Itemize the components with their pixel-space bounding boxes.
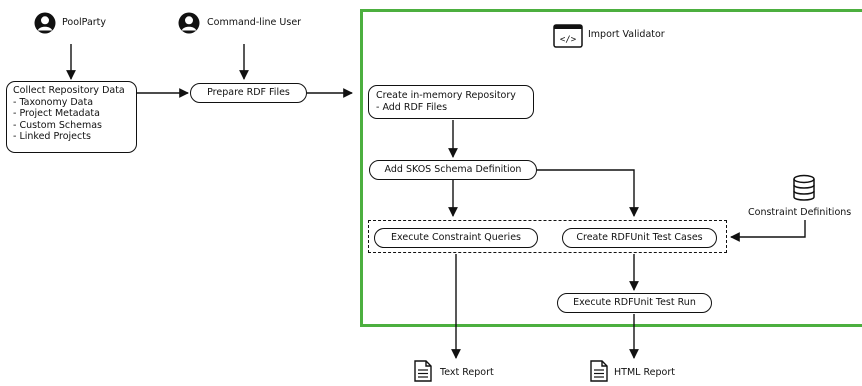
import-validator-frame: [360, 9, 862, 327]
create-repo-title: Create in-memory Repository: [376, 90, 516, 101]
svg-text:</>: </>: [560, 35, 577, 45]
code-window-icon: </>: [553, 24, 583, 52]
execute-queries-box: Execute Constraint Queries: [374, 228, 538, 248]
arrow-constraints-to-tests: [730, 220, 806, 242]
constraint-definitions-label: Constraint Definitions: [748, 207, 852, 218]
add-skos-box: Add SKOS Schema Definition: [369, 160, 537, 180]
document-icon: [414, 360, 432, 386]
document-icon: [590, 360, 608, 386]
collect-item: - Custom Schemas: [13, 119, 103, 131]
execute-run-label: Execute RDFUnit Test Run: [573, 297, 696, 308]
create-tests-box: Create RDFUnit Test Cases: [562, 228, 717, 248]
collect-item: - Linked Projects: [13, 131, 91, 142]
user-icon: [34, 12, 56, 38]
execute-run-box: Execute RDFUnit Test Run: [557, 293, 712, 313]
user-icon: [178, 12, 200, 38]
create-tests-label: Create RDFUnit Test Cases: [576, 232, 703, 243]
actor-cli-user-label: Command-line User: [207, 17, 302, 28]
collect-item: - Taxonomy Data: [13, 96, 94, 108]
add-skos-label: Add SKOS Schema Definition: [384, 164, 522, 175]
actor-poolparty-label: PoolParty: [62, 17, 107, 28]
constraint-check-group: [368, 220, 727, 253]
execute-queries-label: Execute Constraint Queries: [391, 232, 521, 243]
create-repo-sub: - Add RDF Files: [376, 101, 448, 113]
collect-title: Collect Repository Data: [13, 85, 125, 96]
prepare-rdf-files-box: Prepare RDF Files: [190, 83, 307, 103]
html-report-label: HTML Report: [614, 367, 675, 378]
create-repository-box: Create in-memory Repository - Add RDF Fi…: [368, 85, 534, 119]
arrow-skos-to-tests: [537, 169, 639, 217]
prepare-label: Prepare RDF Files: [207, 87, 290, 98]
database-icon: [792, 174, 816, 206]
text-report-label: Text Report: [440, 367, 494, 378]
validator-title: Import Validator: [588, 29, 665, 40]
collect-repository-data-box: Collect Repository Data - Taxonomy Data …: [6, 81, 137, 153]
collect-item: - Project Metadata: [13, 108, 100, 119]
